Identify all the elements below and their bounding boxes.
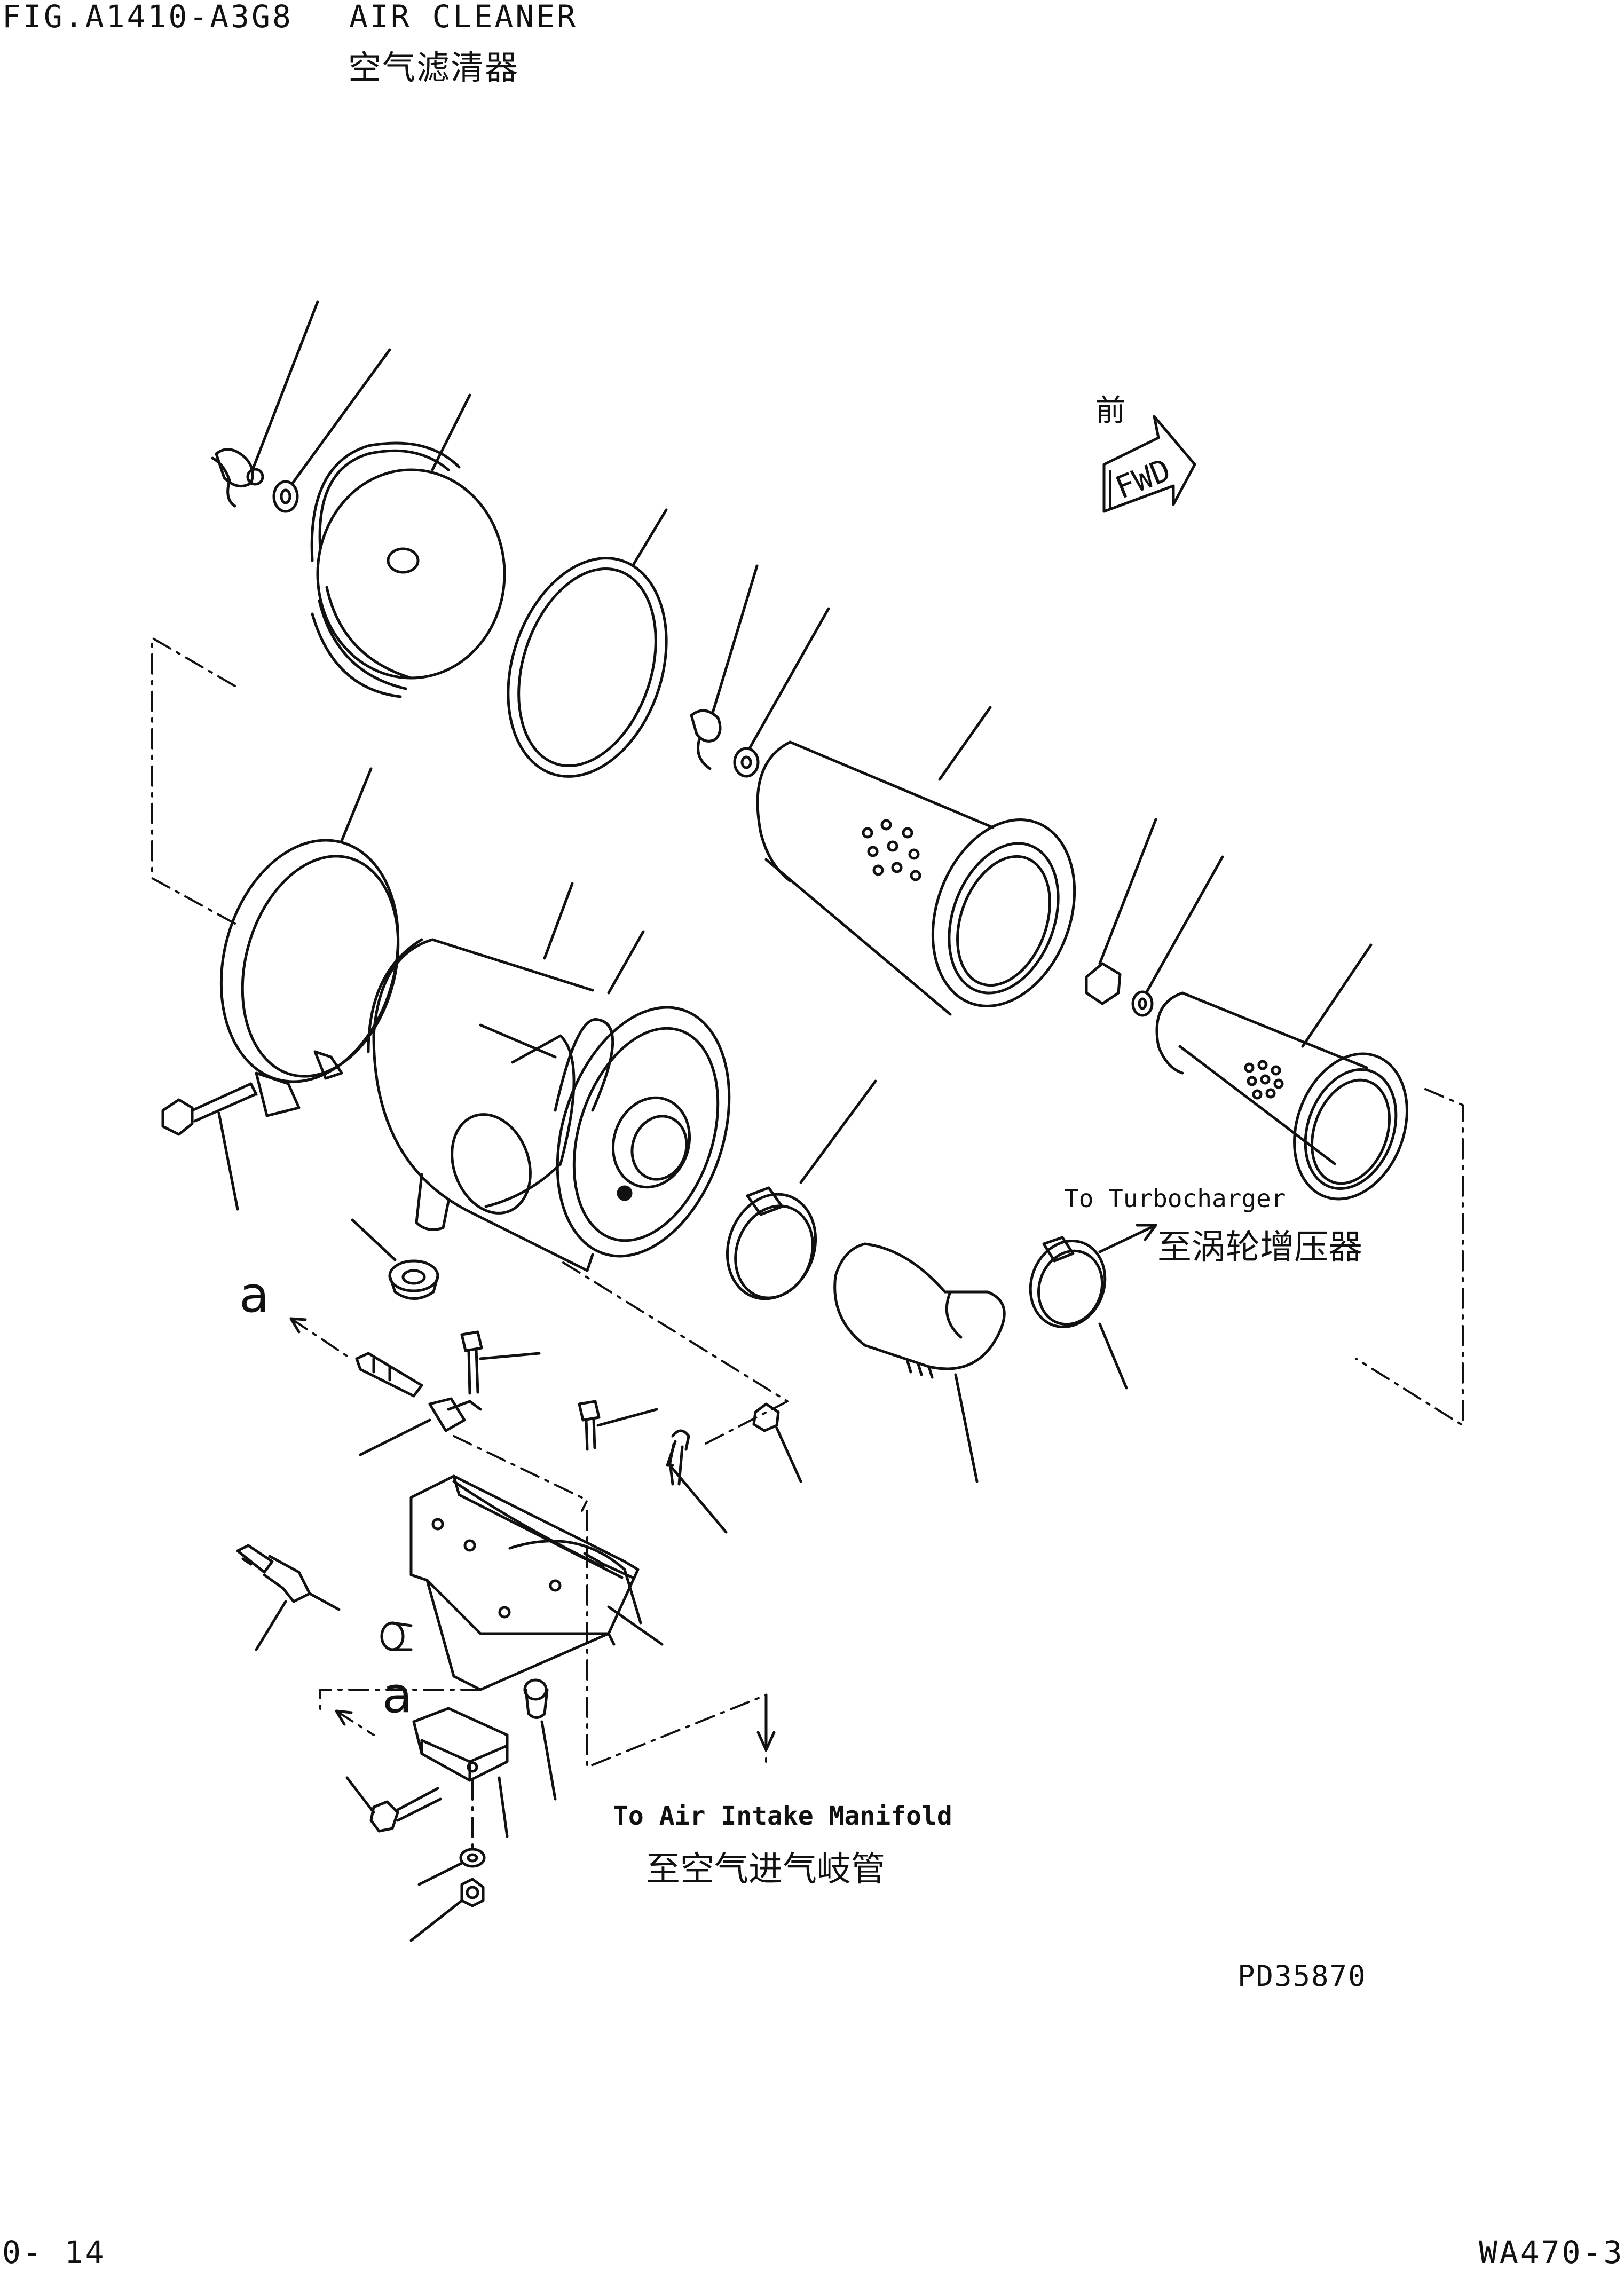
hose-clamp-2: [1029, 1236, 1128, 1390]
model-number: WA470-3: [1479, 2234, 1624, 2270]
nut-5: [409, 1878, 485, 1942]
hose-clamp-1: [726, 1079, 877, 1300]
plug: [380, 1621, 413, 1651]
wing-nut-1: [211, 300, 319, 508]
sensor-block: [412, 1707, 509, 1838]
detail-a-arrow-1: [289, 1317, 348, 1357]
outer-filter-element: [756, 706, 1076, 1016]
nut-4: [752, 1402, 802, 1483]
detail-marker-a-2: a: [382, 1667, 413, 1724]
nut-3: [1085, 818, 1157, 1005]
detail-marker-a-1: a: [239, 1266, 270, 1323]
bolt-2: [578, 1400, 658, 1451]
mounting-bracket: [409, 1474, 664, 1691]
page-number: 0- 14: [2, 2234, 106, 2270]
svg-text:FWD: FWD: [1110, 452, 1176, 506]
block-bolt: [345, 1776, 442, 1833]
drawing-id: PD35870: [1237, 1959, 1367, 1993]
grommet: [351, 1218, 439, 1300]
figure-title-cn: 空气滤清器: [348, 48, 519, 87]
inner-filter-holes: [1244, 1060, 1284, 1100]
fwd-label-cn: 前: [1095, 393, 1125, 428]
turbo-label-en: To Turbocharger: [1064, 1184, 1286, 1213]
detail-a-arrow-2: [335, 1709, 375, 1736]
manifold-label-en: To Air Intake Manifold: [613, 1801, 952, 1831]
washer-4: [417, 1848, 486, 1886]
restriction-sensor: [236, 1544, 341, 1651]
long-bolt: [666, 1429, 728, 1534]
mounting-band: [219, 767, 400, 1117]
wing-nut-2: [690, 564, 759, 770]
cleaner-body: [367, 882, 731, 1272]
washer-1: [272, 348, 391, 513]
inner-filter-element: [1155, 943, 1408, 1201]
manifold-label-cn: 至空气进气岐管: [646, 1850, 885, 1889]
alignment-lines: [151, 637, 1464, 1854]
bolt-1: [460, 1330, 541, 1395]
dust-indicator: [355, 1352, 423, 1398]
washer-2: [733, 607, 830, 778]
turbo-label-cn: 至涡轮增压器: [1157, 1228, 1362, 1267]
elbow-hose: [833, 1242, 1006, 1483]
cap-plug: [523, 1678, 557, 1801]
cleaner-cover: [310, 393, 506, 698]
fwd-arrow-icon: FWD: [1102, 415, 1196, 513]
figure-number: FIG.A1410-A3G8: [2, 0, 293, 35]
elbow-fitting: [359, 1397, 482, 1456]
seal-ring: [507, 508, 668, 778]
manifold-arrow-icon: [756, 1693, 776, 1752]
filter-holes: [862, 819, 921, 881]
turbo-arrow-icon: [1098, 1224, 1157, 1253]
band-bolt: [161, 1082, 258, 1211]
washer-3: [1131, 855, 1224, 1017]
figure-title-en: AIR CLEANER: [349, 0, 578, 35]
